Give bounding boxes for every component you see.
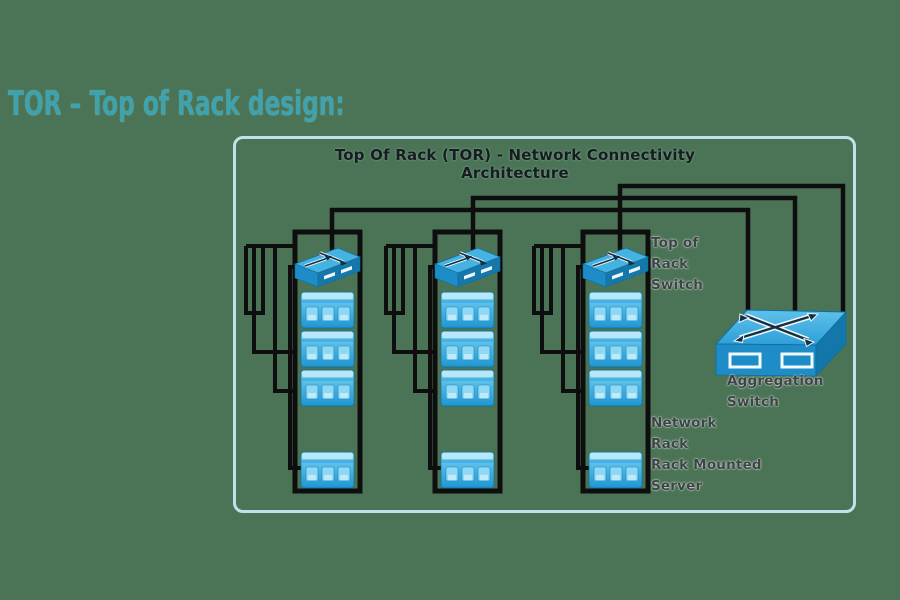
rack-mounted-server-icon xyxy=(300,451,355,489)
rack-mounted-server-icon xyxy=(440,369,495,407)
uplink-cables xyxy=(329,183,846,320)
rack-mounted-server-icon xyxy=(588,330,643,368)
rack-mounted-server-icon xyxy=(588,369,643,407)
label-aggregation-switch: Aggregation Switch xyxy=(727,373,824,410)
label-rack-mounted-server: Rack Mounted Server xyxy=(651,457,762,494)
cable-rack2-to-aggregation xyxy=(470,195,798,316)
rack-mounted-server-icon xyxy=(300,369,355,407)
aggregation-switch-icon xyxy=(714,309,848,378)
top-of-rack-switch-icon xyxy=(581,246,650,289)
label-network-rack: Network Rack xyxy=(651,415,717,452)
rack-mounted-server-icon xyxy=(440,451,495,489)
rack-mounted-server-icon xyxy=(588,451,643,489)
rack-mounted-server-icon xyxy=(300,291,355,329)
rack-frame xyxy=(580,229,651,494)
network-rack-3 xyxy=(580,229,651,494)
cable-rack3-to-aggregation xyxy=(617,183,846,312)
top-of-rack-switch-icon xyxy=(293,246,362,289)
rack-mounted-server-icon xyxy=(440,291,495,329)
diagram-title: Top Of Rack (TOR) - Network Connectivity… xyxy=(334,146,696,182)
rack-mounted-server-icon xyxy=(440,330,495,368)
top-of-rack-switch-icon xyxy=(433,246,502,289)
diagram-border-frame xyxy=(233,136,856,513)
rack-mounted-server-icon xyxy=(300,330,355,368)
network-rack-2 xyxy=(432,229,503,494)
label-top-of-rack-switch: Top of Rack Switch xyxy=(651,235,704,293)
network-rack-1 xyxy=(292,229,363,494)
rack-mounted-server-icon xyxy=(588,291,643,329)
rack-frame xyxy=(292,229,363,494)
page-title: TOR – Top of Rack design: xyxy=(8,84,345,124)
rack-frame xyxy=(432,229,503,494)
